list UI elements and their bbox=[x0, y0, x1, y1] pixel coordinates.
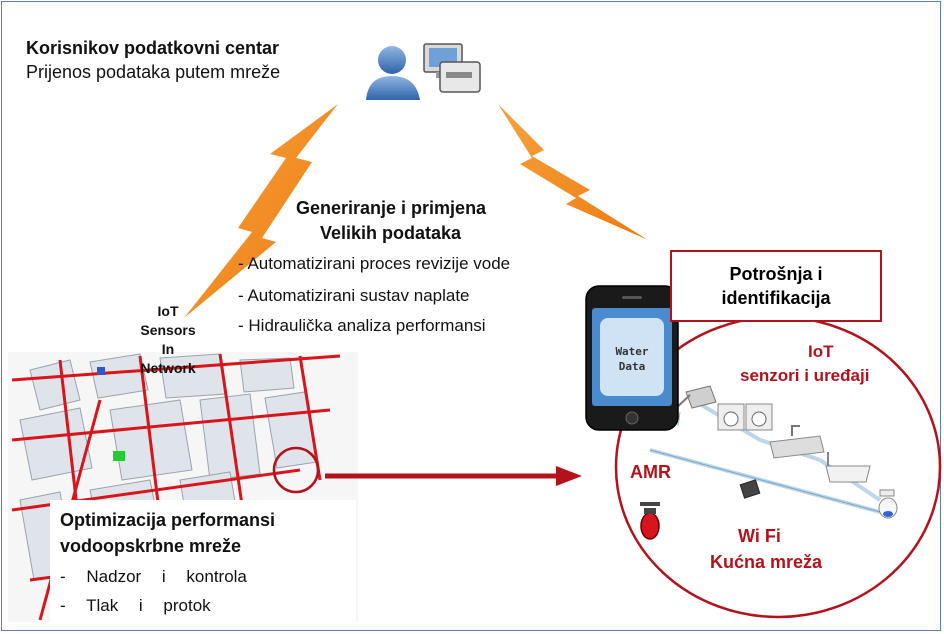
washing-machine-icon bbox=[717, 403, 773, 431]
optimization-item: - Nadzor i kontrola bbox=[60, 567, 247, 586]
home-iot-sublabel: senzori i uređaji bbox=[740, 366, 870, 385]
smartphone-icon bbox=[585, 285, 679, 431]
consumption-line1: Potrošnja i bbox=[729, 264, 823, 284]
home-iot-label: IoT bbox=[808, 342, 834, 361]
toilet-icon bbox=[878, 489, 898, 519]
phone-line2: Data bbox=[618, 360, 646, 373]
big-data-item: - Hidraulička analiza performansi bbox=[238, 316, 486, 335]
lightning-bolt-right bbox=[498, 104, 648, 240]
data-center-subtitle: Prijenos podataka putem mreže bbox=[26, 62, 281, 82]
phone-screen-text: Water Data bbox=[600, 344, 664, 374]
iot-network-line: Network bbox=[140, 360, 196, 376]
bathtub-icon bbox=[825, 452, 871, 483]
consumption-line2: identifikacija bbox=[721, 288, 831, 308]
iot-network-line: In bbox=[161, 341, 175, 357]
optimization-title-line2: vodoopskrbne mreže bbox=[60, 536, 242, 556]
phone-line1: Water bbox=[615, 345, 649, 358]
big-data-title-line1: Generiranje i primjena bbox=[296, 198, 487, 218]
data-center-title: Korisnikov podatkovni centar bbox=[26, 38, 280, 58]
big-data-item: - Automatizirani proces revizije vode bbox=[238, 254, 511, 273]
iot-network-label: IoT Sensors In Network bbox=[126, 302, 210, 378]
meter-icon bbox=[739, 479, 761, 499]
big-data-item: - Automatizirani sustav naplate bbox=[238, 286, 470, 305]
home-network-label: Kućna mreža bbox=[710, 552, 823, 572]
optimization-title-line1: Optimizacija performansi bbox=[60, 510, 276, 530]
optimization-item: - Tlak i protok bbox=[60, 596, 211, 615]
user-computer-icon bbox=[366, 43, 481, 100]
amr-valve-icon bbox=[640, 502, 660, 540]
iot-network-line: Sensors bbox=[140, 322, 196, 338]
sink-icon bbox=[769, 425, 825, 459]
amr-label: AMR bbox=[630, 462, 671, 482]
big-data-title-line2: Velikih podataka bbox=[320, 223, 462, 243]
consumption-box: Potrošnja i identifikacija bbox=[670, 250, 882, 322]
wifi-label: Wi Fi bbox=[738, 526, 781, 546]
lightning-bolt-left bbox=[184, 104, 338, 318]
optimization-box bbox=[50, 500, 356, 622]
flow-arrow bbox=[272, 446, 582, 494]
iot-network-line: IoT bbox=[157, 303, 179, 319]
